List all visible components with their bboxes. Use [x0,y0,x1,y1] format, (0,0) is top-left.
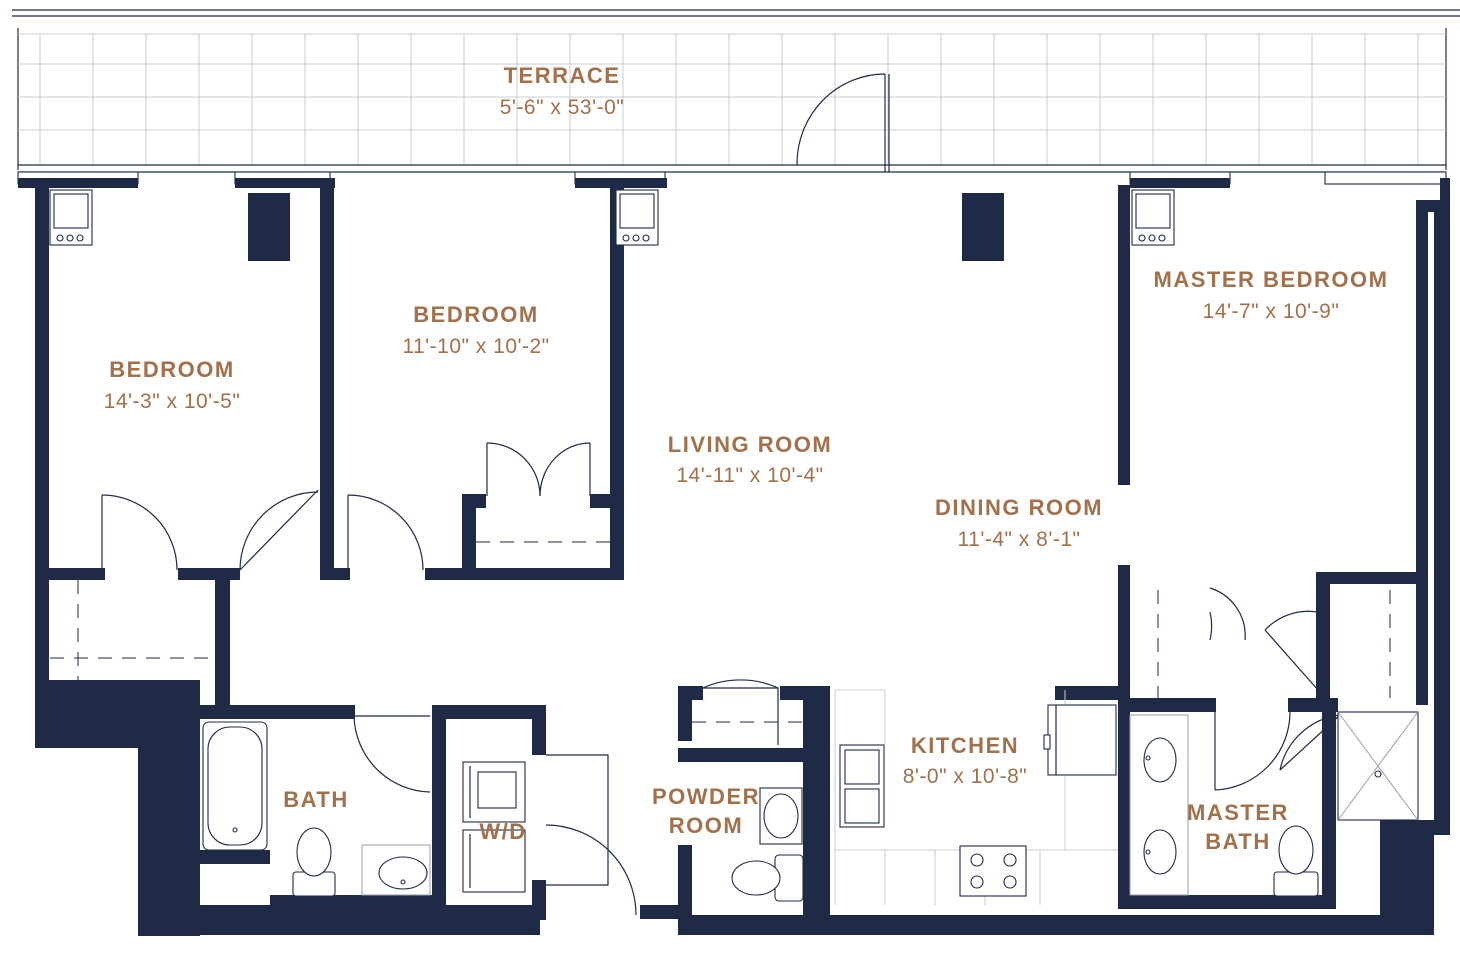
powder-room-label-line1: POWDER [652,784,760,809]
living-room-dims: 14'-11" x 10'-4" [676,464,823,487]
master-bedroom-dims: 14'-7" x 10'-9" [1203,300,1340,323]
walls [18,178,1450,936]
terrace-label: TERRACE [504,63,621,88]
closet-lines [50,541,1391,723]
room-labels: TERRACE 5'-6" x 53'-0" BEDROOM 14'-3" x … [104,63,1389,854]
bedroom-middle-label: BEDROOM [413,302,538,327]
master-bath-label-line2: BATH [1205,829,1270,854]
master-bath-fixtures [1129,711,1419,897]
master-bedroom-label: MASTER BEDROOM [1154,267,1389,292]
bedroom-middle-dims: 11'-10" x 10'-2" [402,335,549,358]
terrace-door [796,73,890,172]
kitchen-dims: 8'-0" x 10'-8" [903,765,1027,788]
bath-fixtures [202,721,526,897]
terrace-area [12,9,1460,185]
kitchen-label: KITCHEN [911,733,1019,758]
dining-room-dims: 11'-4" x 8'-1" [958,528,1081,551]
bedroom-left-label: BEDROOM [109,357,234,382]
bath-label: BATH [283,787,348,812]
washer-dryer-label: W/D [479,819,526,844]
master-bath-label-line1: MASTER [1187,800,1289,825]
door-swings [101,442,1341,916]
kitchen-fixtures [834,689,1118,905]
powder-fixtures [731,787,804,902]
living-room-label: LIVING ROOM [668,432,832,457]
dining-room-label: DINING ROOM [935,495,1103,520]
hvac-units [49,189,1175,246]
terrace-tile-grid [18,33,1446,165]
terrace-dims: 5'-6" x 53'-0" [500,96,624,119]
powder-room-label-line2: ROOM [669,813,743,838]
bedroom-left-dims: 14'-3" x 10'-5" [104,390,241,413]
